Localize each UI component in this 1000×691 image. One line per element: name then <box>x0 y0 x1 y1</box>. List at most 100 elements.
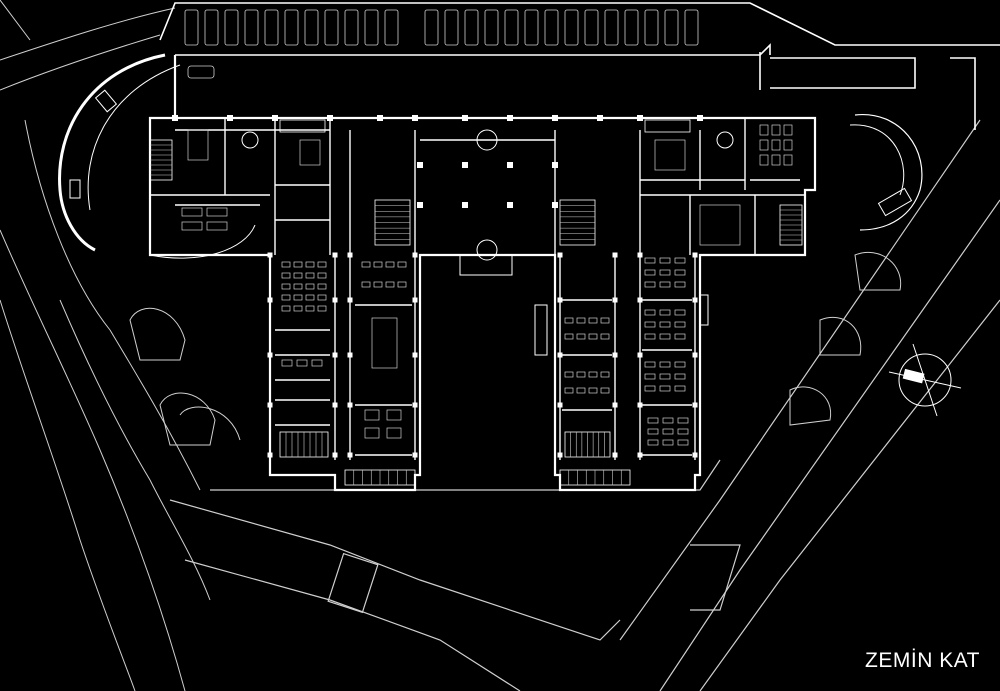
desk <box>181 207 203 217</box>
parking-stall <box>384 9 399 46</box>
column <box>612 452 618 458</box>
desk <box>564 371 574 378</box>
column <box>637 452 643 458</box>
parking-stall <box>524 9 539 46</box>
desk <box>674 269 686 276</box>
column <box>557 297 563 303</box>
column <box>347 402 353 408</box>
column <box>417 162 423 168</box>
desk <box>674 361 686 368</box>
parking-stall <box>664 9 679 46</box>
column <box>692 352 698 358</box>
column <box>612 402 618 408</box>
column <box>557 352 563 358</box>
desk <box>305 272 315 279</box>
parking-stall <box>224 9 239 46</box>
column <box>637 402 643 408</box>
parking-stall <box>184 9 199 46</box>
desk <box>588 387 598 394</box>
parking-stall <box>464 9 479 46</box>
desk <box>677 428 689 435</box>
desk <box>281 272 291 279</box>
column <box>332 352 338 358</box>
desk <box>644 385 656 392</box>
desk <box>576 387 586 394</box>
column <box>637 115 643 121</box>
column <box>327 115 333 121</box>
column <box>507 162 513 168</box>
column <box>637 352 643 358</box>
office-desk <box>699 204 741 246</box>
column <box>332 297 338 303</box>
column <box>417 202 423 208</box>
entrance-doors <box>241 129 734 356</box>
desk <box>317 272 327 279</box>
desk <box>364 427 380 439</box>
column <box>332 402 338 408</box>
desk <box>293 261 303 268</box>
column <box>267 297 273 303</box>
desk <box>564 317 574 324</box>
desk <box>305 305 315 312</box>
columns <box>172 115 703 458</box>
desk <box>373 281 383 288</box>
parking-stall <box>624 9 639 46</box>
column <box>172 115 178 121</box>
desk <box>576 333 586 340</box>
desk <box>644 373 656 380</box>
desk <box>317 261 327 268</box>
desk <box>771 139 781 151</box>
desk <box>361 261 371 268</box>
parking-stall <box>364 9 379 46</box>
column <box>612 352 618 358</box>
desk <box>674 385 686 392</box>
desk <box>305 261 315 268</box>
site-roads <box>0 0 211 691</box>
column <box>552 115 558 121</box>
column <box>612 297 618 303</box>
column <box>692 452 698 458</box>
column <box>692 297 698 303</box>
column <box>332 252 338 258</box>
desk <box>385 281 395 288</box>
desk <box>659 309 671 316</box>
office-desk <box>299 139 321 166</box>
dropoff-curve <box>58 53 256 259</box>
column <box>267 402 273 408</box>
column <box>412 297 418 303</box>
desk <box>397 281 407 288</box>
column <box>272 115 278 121</box>
furniture <box>181 124 793 446</box>
column <box>612 252 618 258</box>
desk <box>659 373 671 380</box>
parking-stall <box>304 9 319 46</box>
desk <box>588 371 598 378</box>
desk <box>783 154 793 166</box>
desk <box>662 439 674 446</box>
parking-stall <box>264 9 279 46</box>
column <box>412 352 418 358</box>
column <box>507 115 513 121</box>
desk <box>281 305 291 312</box>
column <box>347 252 353 258</box>
parking-stall <box>684 9 699 46</box>
desk <box>397 261 407 268</box>
parking-stall <box>204 9 219 46</box>
desk <box>317 294 327 301</box>
desk <box>600 387 610 394</box>
desk <box>659 257 671 264</box>
desk <box>647 417 659 424</box>
desk <box>674 257 686 264</box>
desk <box>759 139 769 151</box>
desk <box>588 317 598 324</box>
parking-stall <box>504 9 519 46</box>
parking-stall <box>424 9 439 46</box>
office-desk <box>187 129 209 161</box>
desk <box>759 124 769 136</box>
desk <box>564 387 574 394</box>
desk <box>600 371 610 378</box>
parking-stall <box>564 9 579 46</box>
desk <box>659 333 671 340</box>
desk <box>674 373 686 380</box>
conference-table <box>371 317 398 369</box>
